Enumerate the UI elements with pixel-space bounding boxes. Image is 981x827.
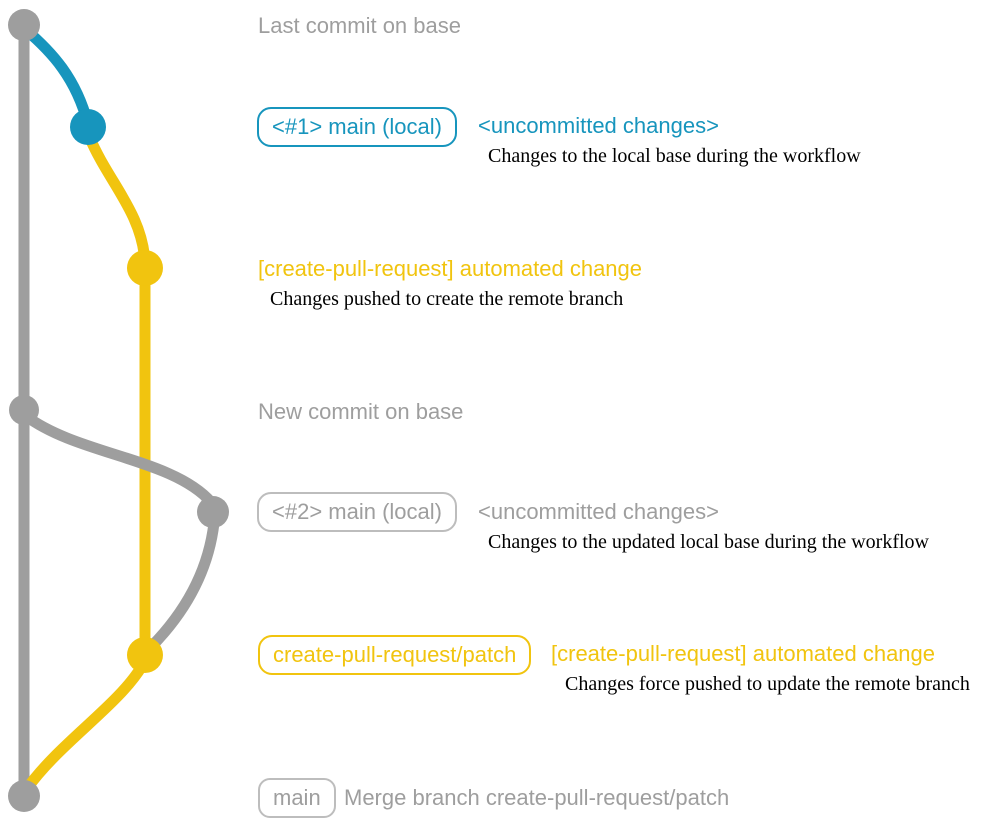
branch-badge-main-final: main (258, 778, 336, 818)
branch-badge-main-local-1: <#1> main (local) (257, 107, 457, 147)
commit-node-merge (8, 780, 40, 812)
commit-node-new-base (9, 395, 39, 425)
branch-badge-main-local-2-label: <#2> main (local) (272, 499, 442, 524)
commit-node-cpr-2 (127, 637, 163, 673)
note-force-pushed: Changes force pushed to update the remot… (565, 673, 970, 695)
commit-node-main-local-1 (70, 109, 106, 145)
note-pushed-create: Changes pushed to create the remote bran… (270, 288, 624, 310)
label-cpr-automated-change-2: [create-pull-request] automated change (551, 641, 936, 666)
branch-badge-main-final-label: main (273, 785, 321, 810)
label-cpr-automated-change-1: [create-pull-request] automated change (258, 256, 643, 281)
note-local-base-1: Changes to the local base during the wor… (488, 145, 861, 167)
branch-badge-patch: create-pull-request/patch (258, 635, 532, 675)
branch-badge-main-local-1-label: <#1> main (local) (272, 114, 442, 139)
local-main-branch-line (21, 24, 94, 126)
label-uncommitted-changes-2: <uncommitted changes> (478, 499, 719, 524)
commit-node-last-base (8, 9, 40, 41)
patch-merge-curve (21, 663, 147, 794)
branch-badge-main-local-2: <#2> main (local) (257, 492, 457, 532)
label-merge-message: Merge branch create-pull-request/patch (344, 785, 730, 810)
commit-node-cpr-1 (127, 250, 163, 286)
note-local-base-2: Changes to the updated local base during… (488, 531, 929, 553)
rebase-branch-curve-out (22, 411, 216, 506)
rebase-branch-curve-in (145, 522, 220, 653)
commit-node-main-local-2 (197, 496, 229, 528)
patch-branch-curve-top (83, 133, 151, 263)
label-last-commit-on-base: Last commit on base (258, 13, 461, 38)
branch-badge-patch-label: create-pull-request/patch (273, 642, 517, 667)
label-uncommitted-changes-1: <uncommitted changes> (478, 113, 719, 138)
label-new-commit-on-base: New commit on base (258, 399, 464, 424)
